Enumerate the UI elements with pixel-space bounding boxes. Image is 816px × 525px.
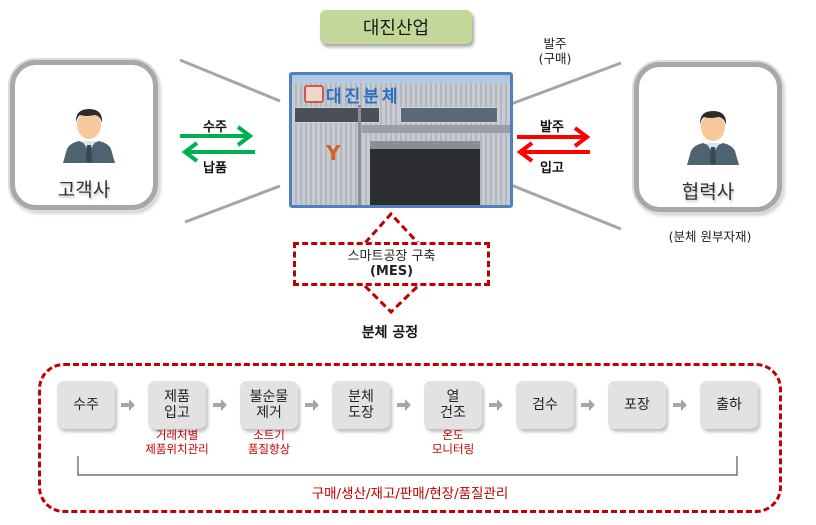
step-shipping: 출하 [700, 381, 758, 429]
step-receiving: 제품 입고 [148, 381, 206, 429]
step-impurity-removal: 불순물 제거 [240, 381, 298, 429]
step-label-line1: 불순물 [249, 389, 289, 405]
connector-line [510, 61, 622, 106]
factory-sign: 대진분체 [326, 87, 401, 107]
arrow-right-icon [397, 399, 411, 411]
step-label-line2: 제거 [256, 405, 282, 421]
step-label: 출하 [716, 397, 742, 413]
person-icon [687, 111, 739, 165]
arrow-right-icon [581, 399, 595, 411]
mes-diamond [363, 211, 420, 315]
arrow-right-icon [673, 399, 687, 411]
note-line2: 제품위치관리 [145, 442, 209, 456]
purchase-note: 발주 (구매) [525, 36, 585, 66]
note-line2: 모니터링 [431, 442, 475, 456]
company-badge: 대진산업 [320, 10, 472, 44]
partner-box: 협력사 [634, 62, 782, 212]
arrow-right-icon [121, 399, 135, 411]
step-label-line1: 열 [446, 389, 460, 405]
note-line1: 거래처별 [155, 428, 199, 442]
process-frame [38, 363, 782, 513]
order-arrow [180, 125, 254, 147]
note-line1: 온도 [442, 428, 464, 442]
purchase-note-line1: 발주 [543, 36, 567, 51]
order-label: 수주 [203, 120, 227, 135]
arrow-right-icon [305, 399, 319, 411]
mes-subtitle: (MES) [369, 264, 414, 279]
arrow-right-icon [489, 399, 503, 411]
factory-photo: 대진분체 Y [289, 72, 513, 208]
management-bracket [77, 456, 738, 476]
purchase-order-label: 발주 [540, 120, 564, 135]
step-label-line1: 분체 [348, 389, 374, 405]
step-inspection: 검수 [516, 381, 574, 429]
delivery-arrow [181, 141, 255, 163]
step-note: 소트기 품질향상 [229, 428, 309, 456]
delivery-label: 납품 [203, 161, 227, 176]
receiving-label: 입고 [540, 161, 564, 176]
process-title: 분체 공정 [361, 325, 419, 341]
mes-title: 스마트공장 구축 [347, 249, 436, 264]
step-note: 온도 모니터링 [413, 428, 493, 456]
step-label-line2: 입고 [164, 405, 190, 421]
receiving-arrow [516, 141, 590, 163]
note-line2: 품질향상 [247, 442, 291, 456]
partner-label: 협력사 [681, 181, 735, 203]
step-order: 수주 [57, 381, 115, 429]
management-label: 구매/생산/재고/판매/현장/품질관리 [311, 486, 509, 502]
step-powder-coating: 분체 도장 [332, 381, 390, 429]
step-heat-drying: 열 건조 [424, 381, 482, 429]
customer-box: 고객사 [10, 60, 158, 210]
purchase-order-arrow [517, 126, 591, 148]
mes-box: 스마트공장 구축 (MES) [293, 242, 490, 286]
step-label: 수주 [73, 397, 99, 413]
step-label-line2: 건조 [440, 405, 466, 421]
partner-caption: (분체 원부자재) [668, 229, 752, 244]
step-label: 포장 [624, 397, 650, 413]
connector-line [510, 183, 622, 231]
connector-line [184, 184, 281, 224]
person-icon [63, 109, 115, 163]
step-label-line1: 제품 [164, 389, 190, 405]
step-note: 거래처별 제품위치관리 [132, 428, 222, 456]
purchase-note-line2: (구매) [538, 51, 572, 66]
connector-line [179, 58, 281, 103]
arrow-right-icon [213, 399, 227, 411]
step-packaging: 포장 [608, 381, 666, 429]
customer-label: 고객사 [57, 179, 111, 201]
note-line1: 소트기 [253, 428, 285, 442]
step-label-line2: 도장 [348, 405, 374, 421]
step-label: 검수 [532, 397, 558, 413]
